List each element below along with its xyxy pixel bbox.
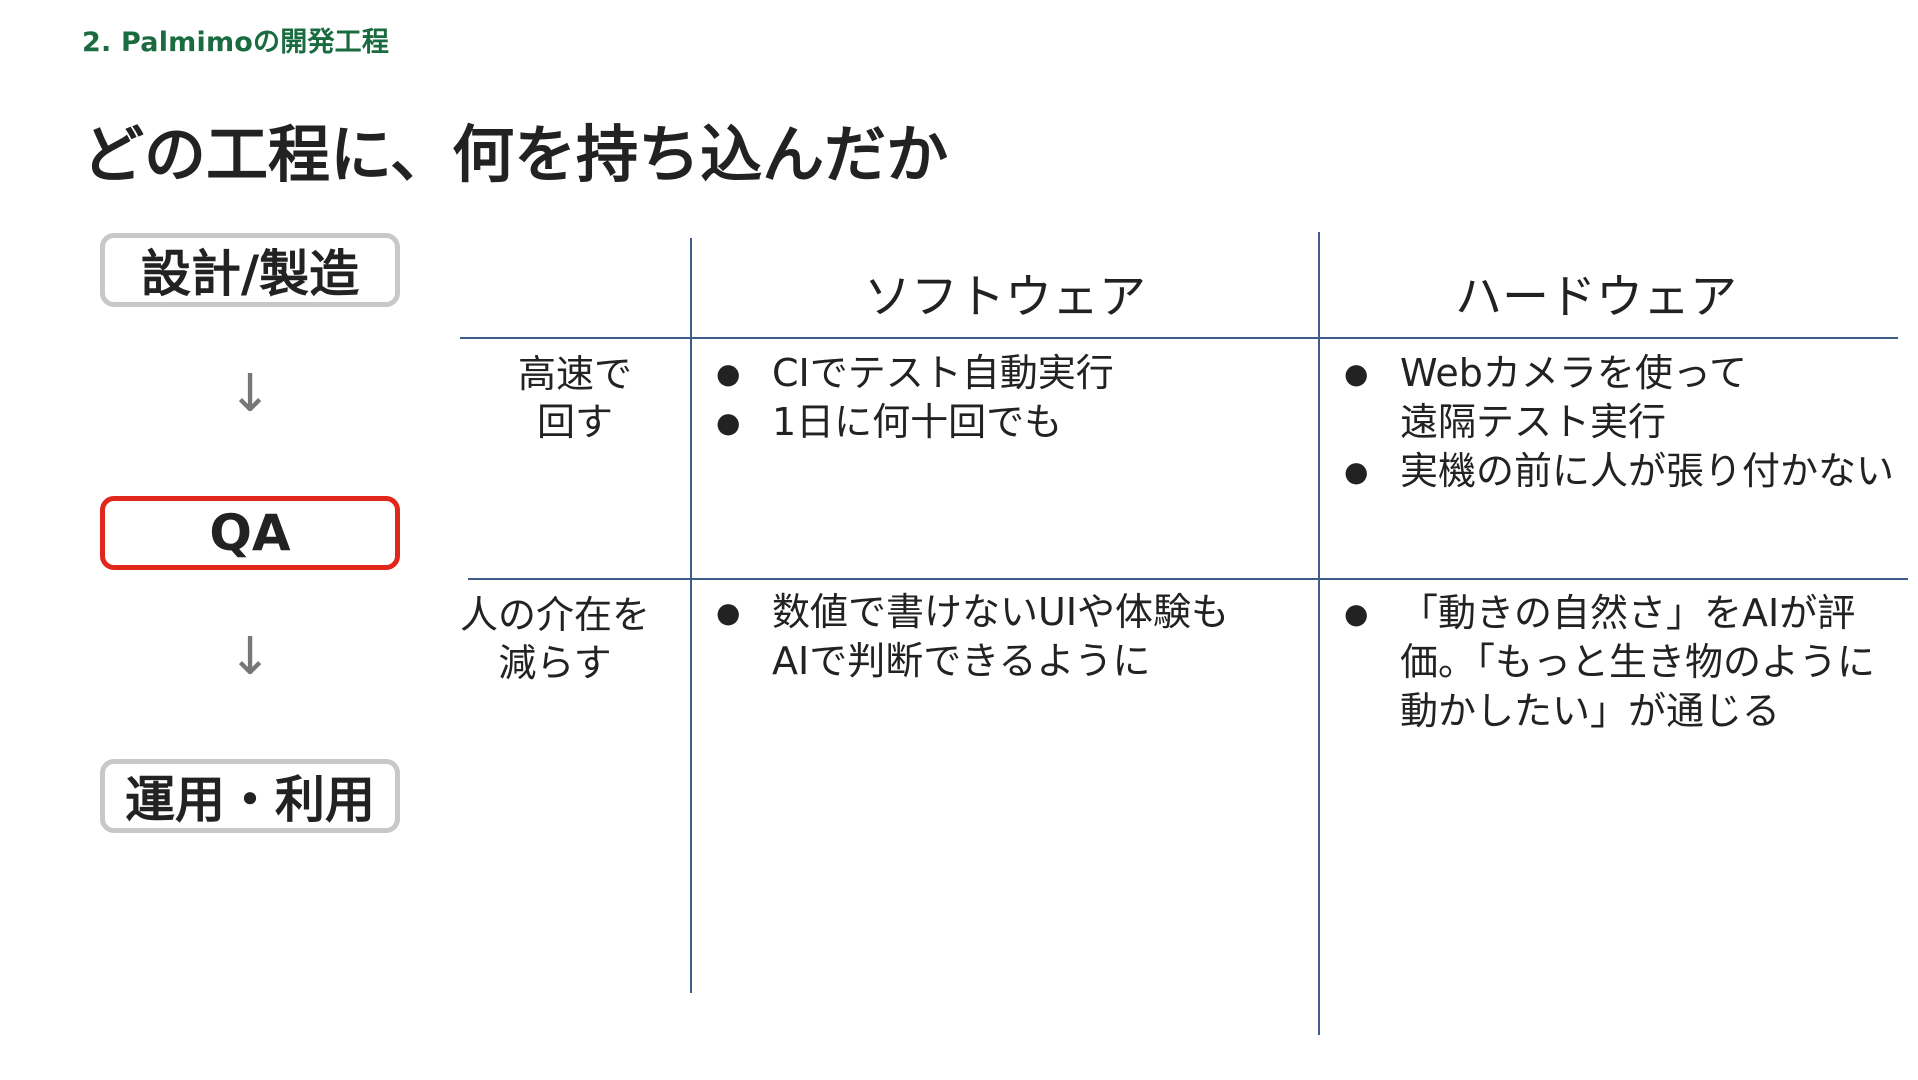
cell-hardware-speed: Webカメラを使って 遠隔テスト実行 実機の前に人が張り付かない [1340, 349, 1894, 496]
table-divider-vertical [1318, 232, 1320, 1035]
column-header-software: ソフトウェア [864, 270, 1146, 325]
list-item: 「動きの自然さ」をAIが評 価。「もっと生き物のように 動かしたい」が通じる [1340, 589, 1875, 736]
process-step-label: 運用・利用 [125, 771, 375, 829]
cell-software-reduce: 数値で書けないUIや体験も AIで判断できるように [712, 588, 1229, 686]
process-step-label: QA [209, 504, 291, 562]
row-header-reduce-intervention: 人の介在を 減らす [459, 593, 650, 685]
cell-hardware-reduce: 「動きの自然さ」をAIが評 価。「もっと生き物のように 動かしたい」が通じる [1340, 589, 1875, 736]
list-item: 1日に何十回でも [712, 398, 1114, 447]
table-divider-vertical [690, 238, 692, 993]
list-item: 実機の前に人が張り付かない [1340, 447, 1894, 496]
down-arrow-icon: ↓ [228, 627, 272, 687]
down-arrow-icon: ↓ [228, 364, 272, 424]
cell-software-speed: CIでテスト自動実行 1日に何十回でも [712, 349, 1114, 447]
process-step-label: 設計/製造 [140, 245, 360, 303]
table-divider-horizontal [468, 578, 1908, 580]
list-item: Webカメラを使って 遠隔テスト実行 [1340, 349, 1894, 447]
list-item: 数値で書けないUIや体験も AIで判断できるように [712, 588, 1229, 686]
column-header-hardware: ハードウェア [1455, 270, 1737, 325]
slide-title: どの工程に、何を持ち込んだか [82, 118, 949, 191]
row-header-speed: 高速で 回す [517, 352, 632, 444]
section-label: 2. Palmimoの開発工程 [82, 27, 390, 58]
process-step-qa: QA [100, 496, 400, 570]
process-step-design: 設計/製造 [100, 233, 400, 307]
table-divider-horizontal [460, 337, 1898, 339]
list-item: CIでテスト自動実行 [712, 349, 1114, 398]
process-step-operation: 運用・利用 [100, 759, 400, 833]
